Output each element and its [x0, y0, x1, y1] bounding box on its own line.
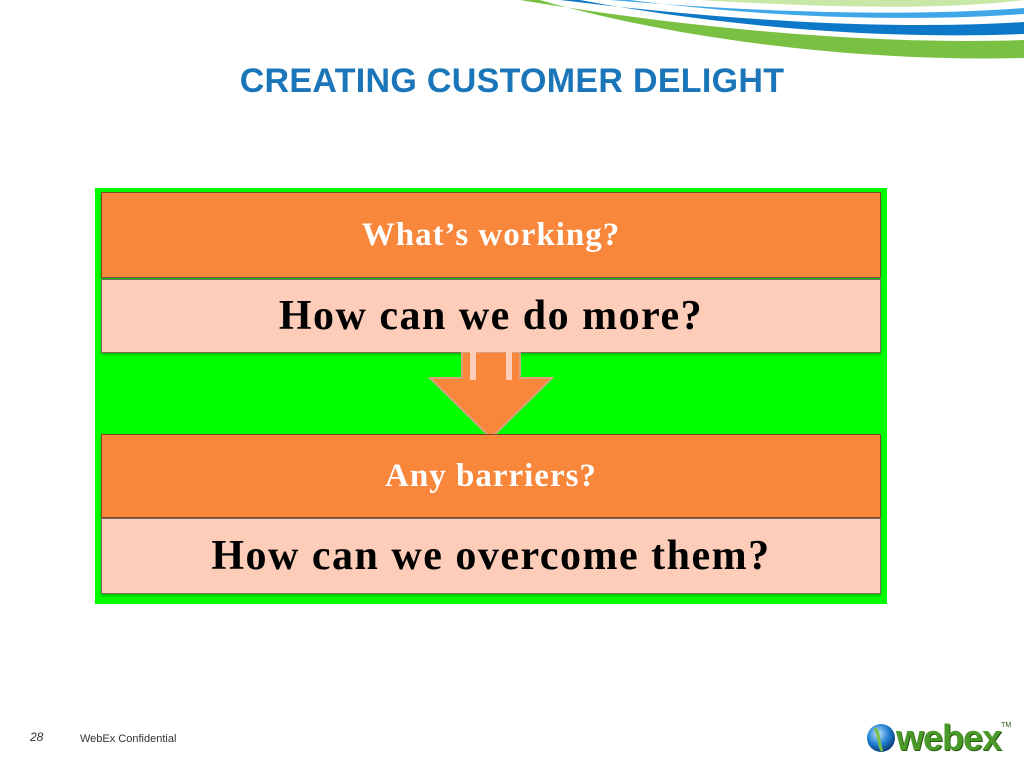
page-number: 28	[30, 730, 44, 744]
overcome-box: How can we overcome them?	[101, 518, 881, 594]
any-barriers-heading: Any barriers?	[101, 434, 881, 518]
confidential-label: WebEx Confidential	[80, 733, 177, 745]
logo-wordmark: webex	[896, 717, 1002, 758]
do-more-box: How can we do more?	[101, 279, 881, 353]
whats-working-heading: What’s working?	[101, 192, 881, 278]
trademark-mark: TM	[1001, 722, 1012, 729]
globe-icon	[867, 724, 895, 752]
slide-title: CREATING CUSTOMER DELIGHT	[239, 62, 785, 100]
down-arrow-icon	[428, 352, 554, 440]
decorative-swoosh	[520, 0, 1024, 59]
webex-logo: webex TM	[866, 716, 1011, 760]
